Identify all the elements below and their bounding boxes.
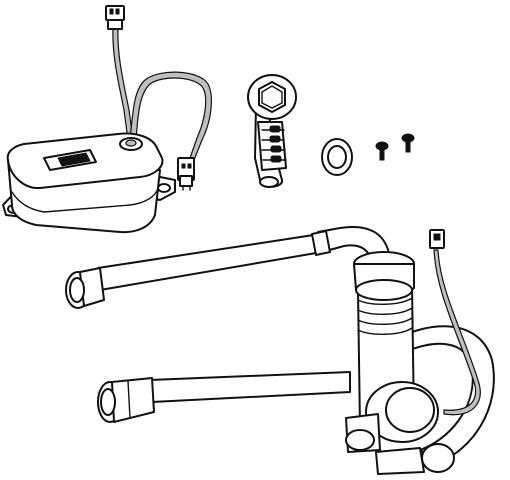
connector-side xyxy=(177,157,195,191)
hose-upper xyxy=(65,226,391,309)
valve-assembly xyxy=(345,229,495,475)
hose-lower xyxy=(97,371,351,423)
control-box xyxy=(2,132,176,234)
connector-top xyxy=(105,5,125,30)
washer xyxy=(321,138,353,176)
hex-strainer xyxy=(247,74,297,188)
screws xyxy=(375,133,415,161)
